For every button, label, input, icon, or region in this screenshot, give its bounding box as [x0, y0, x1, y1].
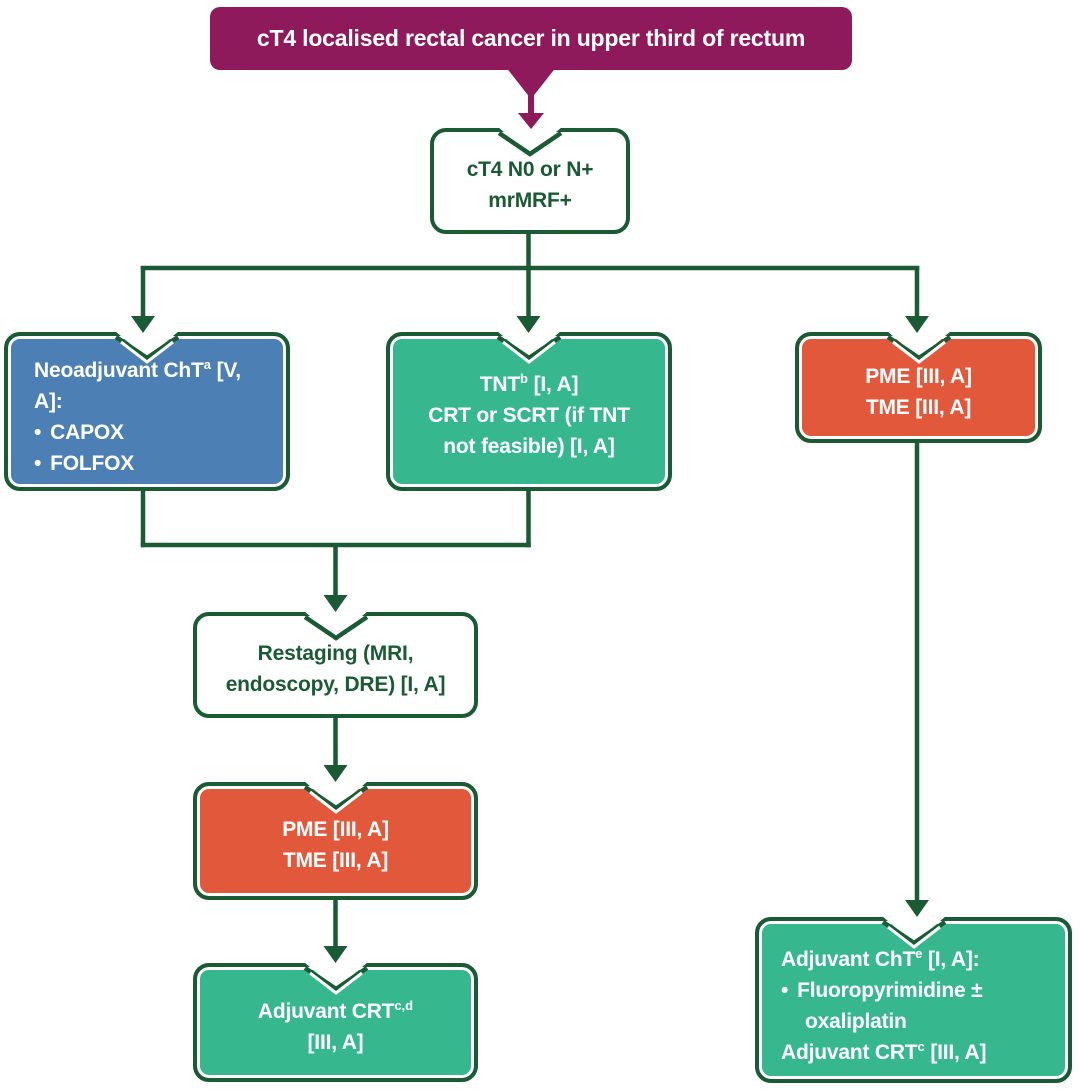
ct4-line2: mrMRF+ [488, 189, 572, 212]
top-notch-icon [114, 331, 180, 364]
connector-branch-to-tnt [516, 266, 541, 333]
node-ct4-status: cT4 N0 or N+ mrMRF+ [430, 127, 630, 234]
connector-ct4-to-branch [140, 231, 920, 271]
connector-restaging-to-pme-left [323, 717, 348, 782]
pme-left-line1: PME [III, A] [282, 818, 389, 841]
neoadjuvant-item-capox: • CAPOX [34, 417, 274, 448]
top-notch-icon [497, 127, 563, 157]
node-tnt: TNTb [I, A] CRT or SCRT (if TNT not feas… [386, 331, 672, 491]
tnt-line2: CRT or SCRT (if TNT [428, 404, 630, 427]
node-restaging: Restaging (MRI, endoscopy, DRE) [I, A] [193, 611, 478, 718]
arrowhead-icon [905, 900, 929, 917]
ct4-line1: cT4 N0 or N+ [466, 158, 594, 181]
banner-ct4-localised: cT4 localised rectal cancer in upper thi… [210, 7, 852, 70]
connector-merge-to-restaging [140, 489, 531, 612]
node-pme-tme-right: PME [III, A] TME [III, A] [795, 331, 1042, 443]
pme-left-line2: TME [III, A] [282, 849, 389, 872]
tnt-line3: not feasible) [I, A] [443, 435, 615, 458]
connector-branch-to-neoadjuvant [131, 266, 155, 333]
bullet-icon: • [781, 979, 789, 1002]
bullet-icon: • [34, 420, 42, 444]
neoadjuvant-title: Neoadjuvant ChTa [V, A]: [34, 356, 241, 413]
connector-pme-right-to-adjuvant-cht [905, 441, 929, 917]
tnt-line1: TNTb [I, A] [479, 371, 579, 396]
pme-right-line2: TME [III, A] [865, 395, 972, 419]
adjuvant-cht-bullet: • Fluoropyrimidine ± [781, 975, 1058, 1006]
pme-right-line1: PME [III, A] [865, 364, 972, 388]
connector-banner-to-ct4 [505, 66, 557, 129]
banner-tail [505, 66, 557, 99]
top-notch-icon [496, 331, 562, 364]
node-pme-tme-left: PME [III, A] TME [III, A] [193, 781, 478, 900]
node-neoadjuvant-cht: Neoadjuvant ChTa [V, A]: • CAPOX • FOLFO… [4, 331, 290, 491]
restaging-line2: endoscopy, DRE) [I, A] [225, 673, 446, 696]
adjuvant-cht-bullet-cont: oxaliplatin [805, 1010, 907, 1033]
top-notch-icon [303, 781, 368, 814]
node-adjuvant-crt: Adjuvant CRTc,d [III, A] [193, 962, 478, 1082]
banner-text: cT4 localised rectal cancer in upper thi… [256, 25, 806, 51]
restaging-line1: Restaging (MRI, [257, 642, 414, 665]
arrowhead-icon [323, 595, 348, 612]
neoadjuvant-item-folfox: • FOLFOX [34, 448, 274, 479]
connector-branch-to-pme-right [905, 266, 929, 333]
adjuvant-cht-title: Adjuvant ChTe [I, A]: [781, 946, 980, 971]
node-adjuvant-cht: Adjuvant ChTe [I, A]: • Fluoropyrimidine… [755, 916, 1072, 1083]
adjuvant-crt-line1: Adjuvant CRTc,d [257, 997, 414, 1023]
top-notch-icon [881, 916, 946, 949]
connector-pme-left-to-adjuvant-crt [323, 899, 348, 963]
adjuvant-cht-line4: Adjuvant CRTc [III, A] [781, 1039, 987, 1064]
top-notch-icon [303, 611, 368, 641]
bullet-icon: • [34, 451, 42, 475]
adjuvant-crt-line2: [III, A] [307, 1030, 364, 1054]
top-notch-icon [886, 331, 951, 364]
arrowhead-icon [323, 765, 348, 782]
arrowhead-icon [323, 946, 348, 963]
top-notch-icon [303, 962, 368, 995]
